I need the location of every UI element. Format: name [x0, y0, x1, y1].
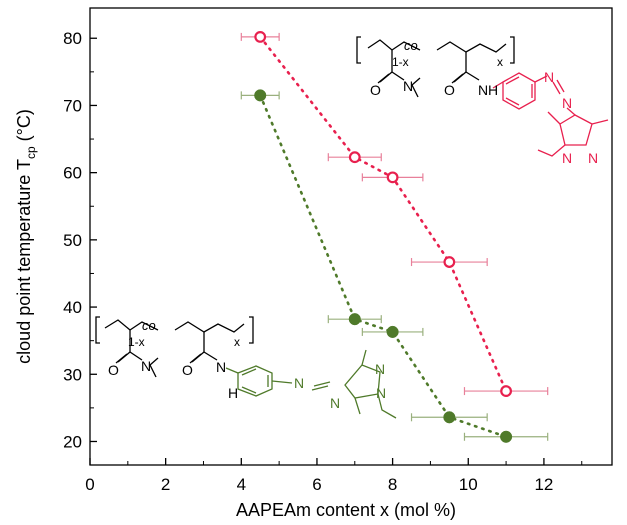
- series-2-point: [254, 89, 267, 102]
- atom-h: H: [488, 82, 498, 98]
- series-1-point: [443, 256, 456, 268]
- x-axis-title: AAPEAm content x (mol %): [236, 500, 456, 520]
- atom-h: H: [228, 385, 238, 401]
- x-tick-label: 2: [161, 475, 170, 494]
- series-2-point: [386, 325, 399, 338]
- y-axis-title-subscript: cp: [24, 146, 38, 159]
- pyrazole-n: N: [376, 385, 386, 401]
- co-label: co: [404, 38, 418, 53]
- y-tick-label: 40: [63, 298, 82, 317]
- polymer-structure-bottom-labels: co 1-x x O N O N H N N N N: [108, 318, 386, 411]
- atom-n: N: [478, 82, 488, 98]
- subscript-1-x: 1-x: [128, 335, 145, 349]
- series-2-dotted-line: [258, 94, 508, 439]
- atom-o: O: [108, 362, 119, 378]
- series-1-dotted-line: [258, 35, 508, 393]
- atom-n: N: [403, 78, 413, 94]
- atom-o: O: [444, 82, 455, 98]
- atom-n: N: [141, 358, 151, 374]
- y-tick-label: 80: [63, 29, 82, 48]
- series-1-point: [348, 151, 361, 164]
- polymer-structure-bottom: [95, 316, 397, 419]
- atom-n: N: [216, 359, 226, 375]
- series-2-point: [500, 430, 513, 443]
- polymer-structure-top-labels: co 1-x x O N O N H N N N N: [370, 38, 598, 166]
- pyrazole-n: N: [375, 361, 385, 377]
- y-axis-title-main: cloud point temperature T: [14, 159, 34, 364]
- y-tick-label: 60: [63, 164, 82, 183]
- y-axis-title-unit: (°C): [14, 109, 34, 146]
- azo-n: N: [562, 95, 572, 111]
- series-2-point: [348, 313, 361, 326]
- x-tick-label: 10: [459, 475, 478, 494]
- azo-n: N: [330, 395, 340, 411]
- x-tick-label: 4: [237, 475, 246, 494]
- atom-o: O: [182, 362, 193, 378]
- polymer-structure-top: [356, 36, 609, 157]
- y-tick-label: 50: [63, 231, 82, 250]
- azo-n: N: [294, 375, 304, 391]
- subscript-x: x: [497, 55, 503, 69]
- pyrazole-n: N: [588, 150, 598, 166]
- plot-frame: [89, 7, 613, 466]
- x-tick-label: 0: [85, 475, 94, 494]
- x-tick-label: 6: [312, 475, 321, 494]
- x-tick-label: 8: [388, 475, 397, 494]
- series-2-point: [443, 411, 456, 424]
- subscript-x: x: [234, 335, 240, 349]
- y-axis-title: cloud point temperature Tcp (°C): [14, 109, 38, 364]
- x-tick-label: 12: [534, 475, 553, 494]
- atom-o: O: [370, 82, 381, 98]
- series-1-point: [254, 30, 267, 43]
- azo-n: N: [544, 69, 554, 85]
- pyrazole-n: N: [562, 150, 572, 166]
- y-tick-label: 30: [63, 365, 82, 384]
- co-label: co: [142, 318, 156, 333]
- y-tick-label: 70: [63, 96, 82, 115]
- series-1-point: [500, 385, 512, 397]
- subscript-1-x: 1-x: [392, 55, 409, 69]
- y-tick-label: 20: [63, 432, 82, 451]
- series-1-point: [386, 171, 399, 184]
